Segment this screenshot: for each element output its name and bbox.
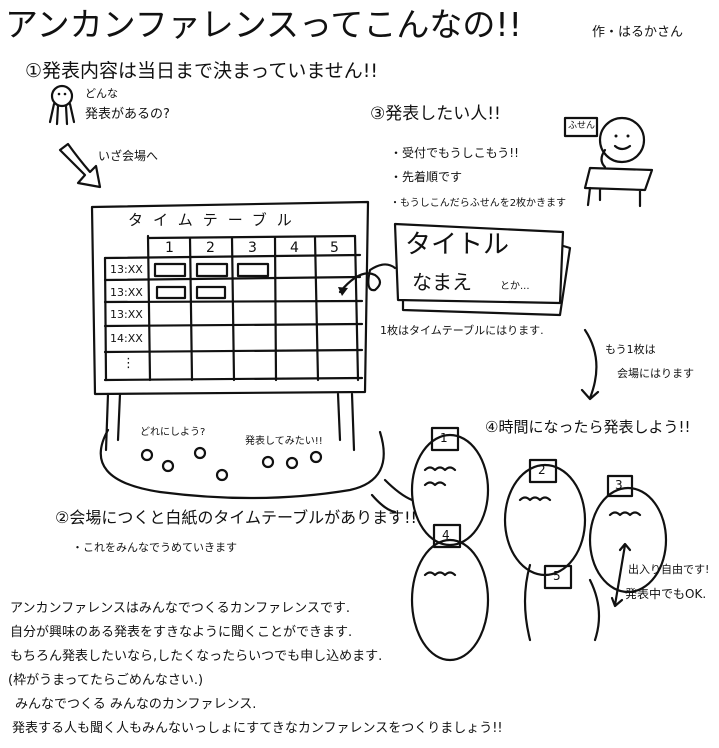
- reception-person-icon: [563, 116, 654, 208]
- timetable-title: タイムテーブル: [128, 211, 302, 229]
- summary-line: アンカンファレンスはみんなでつくるカンファレンスです.: [10, 601, 351, 616]
- room-number: 4: [442, 528, 450, 542]
- timetable-col: 2: [206, 240, 215, 256]
- step2-bullet: ・これをみんなでうめていきます: [72, 541, 237, 554]
- step1-heading: ①発表内容は当日まで決まっていません!!: [25, 60, 378, 82]
- sticky-name: なまえ: [412, 270, 472, 294]
- note-venue-line2: 会場にはります: [617, 367, 694, 380]
- timetable-row: ⋮: [122, 356, 135, 371]
- arrow-to-venue-icon: [58, 142, 102, 189]
- sticky-title: タイトル: [405, 230, 510, 260]
- room-number: 5: [553, 569, 561, 583]
- step3-heading: ③発表したい人!!: [370, 104, 501, 124]
- audience-thought-1: どれにしよう?: [140, 427, 206, 438]
- step3-bullet: ・先着順です: [390, 170, 463, 184]
- summary-line: 発表する人も聞く人もみんないっしょにすてきなカンファレンスをつくりましょう!!: [12, 721, 503, 736]
- room-number: 2: [538, 463, 546, 477]
- bubble-line1: どんな: [85, 87, 118, 100]
- audience-thought-2: 発表してみたい!!: [245, 436, 323, 447]
- timetable-col: 5: [330, 240, 339, 256]
- page-title: アンカンファレンスってこんなの!!: [5, 5, 522, 44]
- summary-line: (枠がうまってたらごめんなさい.): [8, 673, 204, 688]
- timetable-row: 14:XX: [110, 332, 143, 345]
- room-number: 3: [615, 478, 623, 492]
- sticky-sign-label: ふせん: [568, 121, 596, 131]
- freedom-note-line2: 発表中でもOK.: [625, 587, 707, 601]
- step3-bullet: ・受付でもうしこもう!!: [390, 146, 519, 160]
- timetable-board: [90, 200, 370, 452]
- audience-icons: [140, 446, 323, 482]
- note-timetable: 1枚はタイムテーブルにはります.: [380, 324, 544, 337]
- timetable-row: 13:XX: [110, 263, 143, 276]
- timetable-col: 1: [165, 240, 174, 256]
- step3-bullet: ・もうしこんだらふせんを2枚かきます: [390, 198, 567, 209]
- step4-heading: ④時間になったら発表しよう!!: [485, 418, 691, 436]
- author-credit: 作・はるかさん: [592, 25, 684, 40]
- summary-line: みんなでつくる みんなのカンファレンス.: [15, 697, 257, 712]
- bubble-line2: 発表があるの?: [85, 107, 170, 122]
- summary-line: もちろん発表したいなら,したくなったらいつでも申し込めます.: [10, 649, 383, 664]
- sticky-etc: とか...: [500, 281, 530, 292]
- room-number: 1: [440, 431, 448, 445]
- summary-line: 自分が興味のある発表をすきなように聞くことができます.: [10, 625, 353, 640]
- note-venue-line1: もう1枚は: [605, 343, 656, 356]
- freedom-note-line1: 出入り自由です!: [628, 563, 710, 576]
- octopus-person-icon: [48, 84, 76, 126]
- timetable-col: 4: [290, 240, 299, 256]
- arrow-label: いざ会場へ: [98, 149, 159, 163]
- timetable-row: 13:XX: [110, 286, 143, 299]
- venue-floor: [99, 428, 414, 514]
- timetable-row: 13:XX: [110, 308, 143, 321]
- presentation-rooms: [410, 426, 668, 662]
- step2-heading: ②会場につくと白紙のタイムテーブルがあります!!: [55, 508, 417, 527]
- timetable-col: 3: [248, 240, 257, 256]
- arrow-to-venue-note-icon: [580, 328, 600, 401]
